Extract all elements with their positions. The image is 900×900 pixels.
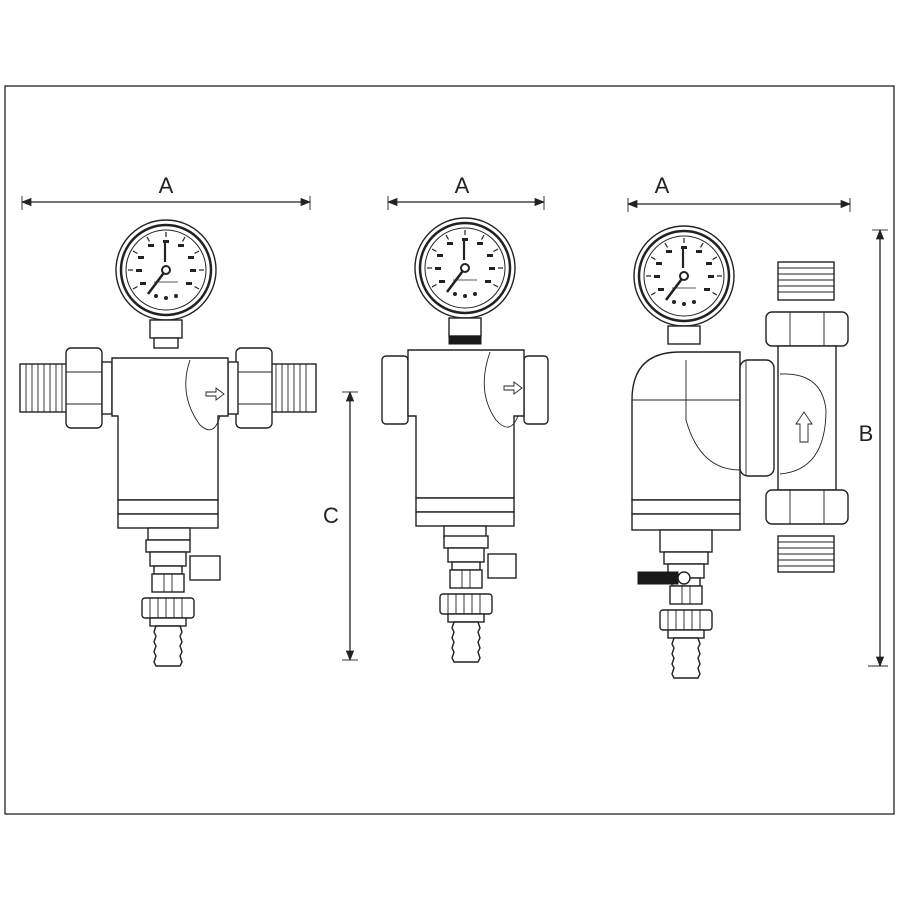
- inlet-female-end: [381, 355, 409, 425]
- drain-valve: [141, 539, 195, 667]
- drain-valve: [439, 535, 493, 663]
- dimension-label-a2: A: [455, 173, 470, 198]
- outlet-union-nut: [235, 347, 273, 429]
- drain-valve: [659, 551, 713, 679]
- side-view: A: [626, 173, 888, 679]
- dimension-label-c: C: [323, 503, 339, 528]
- outlet-thread: [267, 363, 317, 413]
- valve-lever: [637, 571, 679, 585]
- front-view-with-unions: A: [19, 173, 317, 667]
- filter-body: [407, 349, 525, 499]
- filter-bowl: [777, 345, 837, 491]
- valve-handle: [487, 553, 517, 579]
- drawing-frame: [4, 85, 895, 815]
- pressure-gauge-icon: [413, 216, 517, 320]
- filter-body: [111, 357, 229, 501]
- dimension-label-b: B: [859, 421, 874, 446]
- inlet-union-nut: [65, 347, 103, 429]
- dimension-label-a3: A: [655, 173, 670, 198]
- outlet-female-end: [523, 355, 549, 425]
- dimension-c: C: [323, 390, 358, 662]
- flow-arrow-icon: [795, 411, 813, 443]
- front-view-female: A: [381, 173, 549, 663]
- dimension-label-a: A: [159, 173, 174, 198]
- pressure-gauge-icon: [114, 218, 218, 322]
- valve-handle: [189, 555, 221, 581]
- bottom-union-nut: [765, 489, 849, 525]
- top-union-nut: [765, 311, 849, 347]
- pressure-gauge-icon: [632, 224, 736, 328]
- inlet-thread: [19, 363, 71, 413]
